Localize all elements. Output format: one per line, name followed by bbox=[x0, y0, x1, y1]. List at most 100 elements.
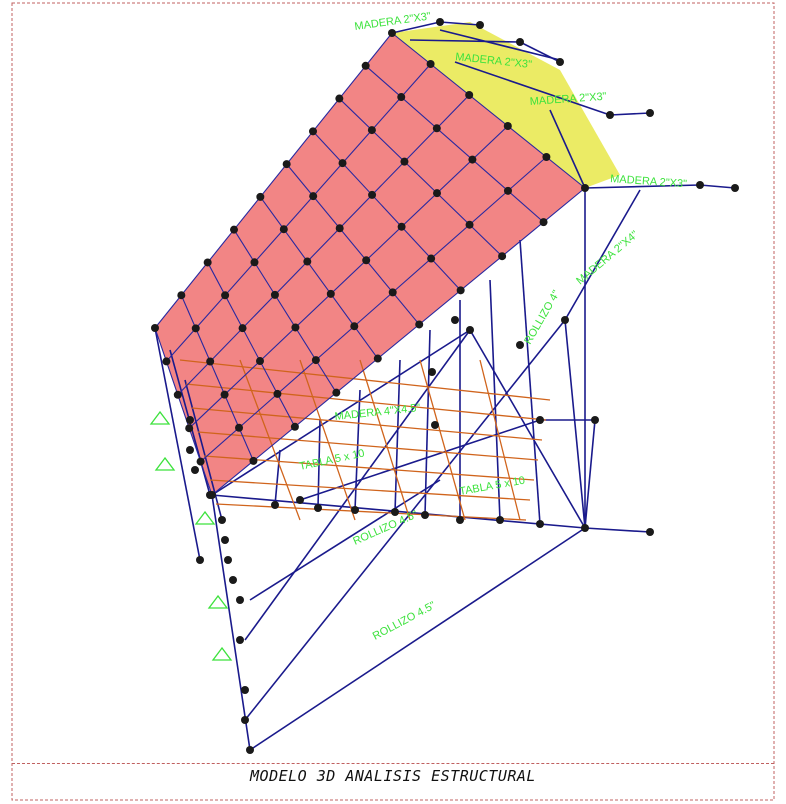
floor-beams bbox=[179, 359, 551, 521]
roof-rafter bbox=[188, 125, 509, 429]
support-symbol bbox=[194, 510, 216, 525]
roof-purlin bbox=[312, 130, 462, 291]
roof-purlin bbox=[365, 65, 544, 223]
roof-rafter bbox=[200, 156, 547, 463]
label-madera-2x3-d: MADERA 2"X3" bbox=[610, 173, 688, 190]
label-madera-2x3-c: MADERA 2"X3" bbox=[529, 91, 607, 108]
floor-beam bbox=[203, 455, 535, 481]
base-member bbox=[249, 527, 586, 751]
joint-node bbox=[456, 516, 464, 524]
joint-node bbox=[431, 421, 439, 429]
column bbox=[564, 319, 586, 529]
joint-node bbox=[415, 320, 424, 329]
joint-node bbox=[185, 424, 194, 433]
joint-node bbox=[426, 60, 435, 68]
joint-node bbox=[309, 192, 318, 201]
joint-node bbox=[646, 109, 654, 117]
joint-node bbox=[311, 356, 320, 365]
joint-node bbox=[388, 29, 396, 37]
roof-surface bbox=[155, 33, 585, 495]
joint-node bbox=[496, 516, 504, 524]
joint-node bbox=[186, 446, 194, 454]
joint-node bbox=[241, 716, 249, 724]
joint-node bbox=[186, 416, 194, 424]
caption-strip: MODELO 3D ANALISIS ESTRUCTURAL bbox=[12, 763, 774, 804]
joint-node bbox=[498, 252, 507, 261]
label-rollizo-45-b: ROLLIZO 4.5" bbox=[371, 599, 438, 642]
joint-node bbox=[314, 504, 322, 512]
joint-node bbox=[279, 225, 288, 234]
floor-joist bbox=[299, 359, 356, 521]
support-symbol bbox=[154, 456, 176, 471]
joint-node bbox=[373, 354, 382, 363]
joint-node bbox=[291, 323, 300, 332]
joint-node bbox=[249, 456, 258, 465]
joint-node bbox=[191, 466, 199, 474]
joint-node bbox=[191, 324, 200, 333]
joint-node bbox=[282, 160, 291, 169]
joint-node bbox=[220, 390, 229, 399]
joint-node bbox=[218, 516, 226, 524]
joint-node bbox=[338, 159, 347, 168]
roof-purlin bbox=[154, 327, 213, 496]
joint-node bbox=[230, 225, 238, 234]
joint-node bbox=[397, 222, 406, 231]
roof-rafter bbox=[177, 94, 470, 396]
outrigger bbox=[549, 109, 586, 189]
column bbox=[394, 359, 401, 513]
outrigger bbox=[699, 184, 736, 189]
figure-caption: MODELO 3D ANALISIS ESTRUCTURAL bbox=[250, 767, 536, 785]
joint-node bbox=[309, 127, 317, 136]
outrigger bbox=[409, 39, 521, 43]
joint-node bbox=[428, 368, 436, 376]
joint-node bbox=[256, 192, 265, 201]
joint-node bbox=[516, 341, 524, 349]
joints bbox=[151, 18, 739, 754]
joint-node bbox=[271, 501, 279, 509]
outrigger bbox=[439, 29, 561, 61]
floor-beam bbox=[209, 479, 531, 501]
joint-node bbox=[326, 289, 335, 298]
joint-node bbox=[335, 94, 344, 103]
floor-beam bbox=[215, 503, 527, 521]
joint-node bbox=[236, 636, 244, 644]
roof-purlin bbox=[286, 163, 420, 325]
joint-node bbox=[206, 491, 214, 499]
joint-node bbox=[581, 524, 589, 532]
roof-rafter bbox=[165, 63, 432, 362]
joint-node bbox=[400, 157, 409, 166]
outrigger bbox=[584, 184, 701, 189]
joint-node bbox=[465, 220, 474, 229]
joint-node bbox=[421, 511, 429, 519]
joint-node bbox=[646, 528, 654, 536]
drawing-border bbox=[11, 2, 775, 801]
joint-node bbox=[221, 291, 230, 300]
column bbox=[519, 239, 541, 525]
column bbox=[211, 494, 251, 751]
joint-node bbox=[465, 91, 474, 99]
column bbox=[184, 379, 223, 521]
outrigger bbox=[609, 112, 651, 116]
joint-node bbox=[436, 18, 444, 26]
joint-node bbox=[451, 316, 459, 324]
joint-node bbox=[466, 326, 474, 334]
joint-node bbox=[273, 389, 282, 398]
joint-node bbox=[542, 153, 551, 161]
joint-node bbox=[536, 416, 544, 424]
joint-node bbox=[177, 291, 186, 300]
floor-joist bbox=[359, 359, 411, 521]
joint-node bbox=[206, 357, 215, 366]
joint-node bbox=[236, 596, 244, 604]
joint-node bbox=[332, 388, 341, 397]
joint-node bbox=[536, 520, 544, 528]
joint-node bbox=[539, 218, 548, 227]
joint-node bbox=[270, 290, 279, 299]
joint-node bbox=[581, 184, 589, 192]
joint-node bbox=[433, 189, 441, 198]
joint-node bbox=[250, 258, 259, 267]
base-member bbox=[211, 329, 471, 496]
floor-beam bbox=[197, 431, 539, 461]
joint-node bbox=[246, 746, 254, 754]
base-member bbox=[469, 329, 586, 529]
column bbox=[564, 189, 641, 321]
